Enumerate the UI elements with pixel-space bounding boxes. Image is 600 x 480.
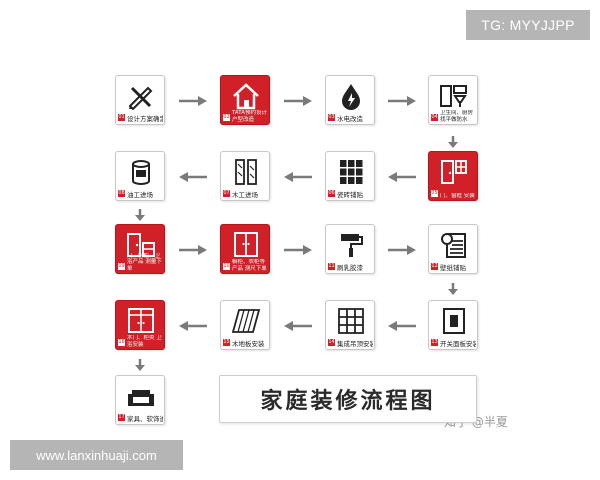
step-number: 10 <box>223 263 230 270</box>
step-16: 16 木门、柜类 卫浴安装 <box>115 300 165 350</box>
watermark-top: TG: MYYJJPP <box>466 10 590 40</box>
step-13: 13 开关面板安装 <box>428 300 478 350</box>
paint-can-icon <box>132 160 150 185</box>
step-number: 14 <box>328 339 335 346</box>
wardrobe-icon <box>234 232 258 257</box>
step-number: 01 <box>118 114 125 121</box>
step-label: 油工进场 <box>127 191 153 199</box>
step-03: 03 水电改造 <box>325 75 375 125</box>
arrow-down-icon <box>448 136 458 148</box>
step-number: 04 <box>431 114 438 121</box>
step-17: 17 家具、软饰进场 <box>115 375 165 425</box>
step-label: 木地板安装 <box>232 340 265 348</box>
arrow-right-icon <box>284 96 312 106</box>
step-06: 06 瓷砖铺贴 <box>325 151 375 201</box>
step-number: 05 <box>431 190 438 197</box>
wallpaper-icon <box>441 233 466 258</box>
step-05: 05 门、窗框 安装 <box>428 151 478 201</box>
step-04: 04 卫生间、厨房 找平做防水 <box>428 75 478 125</box>
bathroom-icon <box>440 85 467 107</box>
step-label: 开关面板安装 <box>440 340 476 348</box>
step-number: 09 <box>118 263 125 270</box>
tiles-icon <box>340 160 363 184</box>
step-number: 12 <box>431 263 438 270</box>
step-number: 11 <box>328 263 335 270</box>
step-label: 水电改造 <box>337 115 363 123</box>
step-07: 07 木工进场 <box>220 151 270 201</box>
arrow-left-icon <box>388 321 416 331</box>
step-01: 01 设计方案确定 <box>115 75 165 125</box>
step-label: 集成吊顶安装 <box>337 340 373 348</box>
step-label: 橱柜、衣柜等产品 测尺下单 <box>232 259 267 272</box>
step-11: 11 刷乳胶漆 <box>325 224 375 274</box>
step-label: 瓷砖铺贴 <box>337 191 363 199</box>
wood-icon <box>235 159 257 185</box>
step-number: 06 <box>328 190 335 197</box>
step-number: 08 <box>118 190 125 197</box>
arrow-right-icon <box>388 96 416 106</box>
arrow-right-icon <box>179 245 207 255</box>
arrow-left-icon <box>179 321 207 331</box>
arrow-left-icon <box>388 172 416 182</box>
house-icon <box>233 83 259 110</box>
step-label: 木工进场 <box>232 191 258 199</box>
arrow-right-icon <box>284 245 312 255</box>
step-09: 09 门、厨柜、卫浴产品 测量下单 <box>115 224 165 274</box>
step-number: 02 <box>223 114 230 121</box>
step-label: 壁纸铺贴 <box>440 264 466 272</box>
flowchart-title: 家庭装修流程图 <box>219 375 477 423</box>
arrow-down-icon <box>448 283 458 295</box>
step-label: 刷乳胶漆 <box>337 264 363 272</box>
arrow-right-icon <box>388 245 416 255</box>
step-10: 10 橱柜、衣柜等产品 测尺下单 <box>220 224 270 274</box>
step-number: 15 <box>223 339 230 346</box>
wood-floor-icon <box>231 309 261 333</box>
watermark-bottom: www.lanxinhuaji.com <box>10 440 183 470</box>
arrow-right-icon <box>179 96 207 106</box>
step-15: 15 木地板安装 <box>220 300 270 350</box>
step-label: 家具、软饰进场 <box>127 415 163 423</box>
arrow-down-icon <box>135 359 145 371</box>
paint-roller-icon <box>341 234 363 257</box>
step-08: 08 油工进场 <box>115 151 165 201</box>
step-label: 卫生间、厨房 找平做防水 <box>440 110 474 123</box>
step-label: 门、窗框 安装 <box>440 192 475 199</box>
arrow-left-icon <box>284 172 312 182</box>
step-number: 03 <box>328 114 335 121</box>
step-14: 14 集成吊顶安装 <box>325 300 375 350</box>
step-label: 门、厨柜、卫浴产品 测量下单 <box>127 252 162 272</box>
step-label: 木门、柜类 卫浴安装 <box>127 335 162 348</box>
sofa-icon <box>128 390 154 406</box>
step-label: TATA预约设计 户型改造 <box>232 110 267 123</box>
door-window-icon <box>441 160 467 184</box>
step-12: 12 壁纸铺贴 <box>428 224 478 274</box>
pencil-ruler-icon <box>128 86 153 110</box>
arrow-left-icon <box>179 172 207 182</box>
arrow-left-icon <box>284 321 312 331</box>
step-number: 07 <box>223 190 230 197</box>
water-electric-icon <box>342 84 360 110</box>
arrow-down-icon <box>135 209 145 221</box>
switch-icon <box>443 308 465 334</box>
step-number: 16 <box>118 339 125 346</box>
closet-icon <box>128 308 154 333</box>
step-label: 设计方案确定 <box>127 115 163 123</box>
step-number: 13 <box>431 339 438 346</box>
step-number: 17 <box>118 414 125 421</box>
cabinet-icon <box>127 233 155 257</box>
ceiling-grid-icon <box>338 308 364 334</box>
step-02: 02 TATA预约设计 户型改造 <box>220 75 270 125</box>
